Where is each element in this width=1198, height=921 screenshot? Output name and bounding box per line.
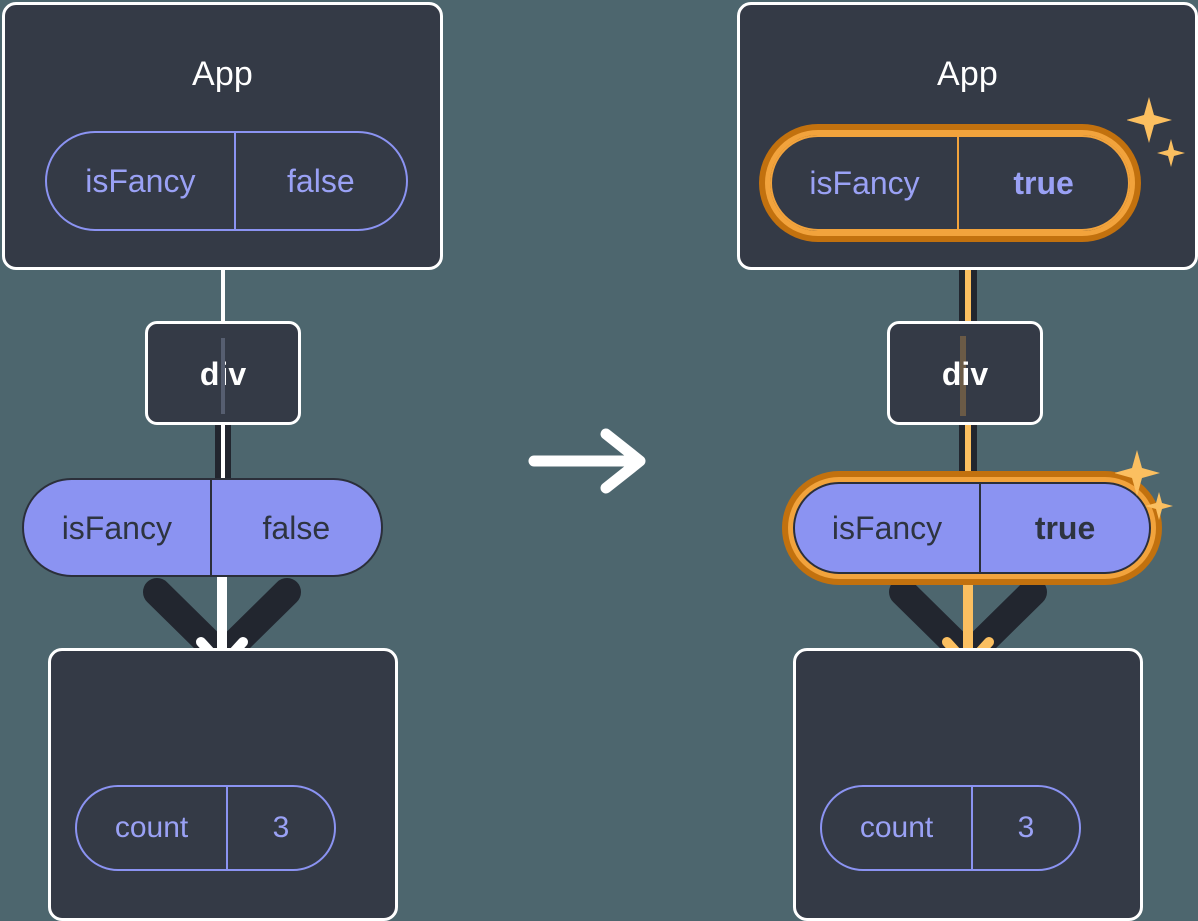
state-key: isFancy: [85, 163, 196, 199]
transition-arrow-icon: [528, 428, 652, 494]
state-pill-count-before[interactable]: count 3: [75, 785, 336, 871]
state-value: 3: [226, 787, 334, 869]
panel-before: App isFancy false div isFancy false: [0, 0, 443, 921]
state-value: false: [233, 133, 406, 229]
component-box-counter-after[interactable]: Counter count 3: [793, 648, 1143, 921]
state-value: 3: [971, 787, 1079, 869]
connector-div-to-prop-after: [959, 420, 977, 484]
element-box-div-after[interactable]: div: [887, 321, 1043, 425]
component-box-counter-before[interactable]: Counter count 3: [48, 648, 398, 921]
element-box-div-before[interactable]: div: [145, 321, 301, 425]
connector-div-to-prop-before: [215, 420, 231, 484]
prop-key: isFancy: [831, 510, 943, 546]
state-key: count: [859, 811, 934, 844]
connector-app-to-div-before: [221, 262, 225, 324]
prop-pill-isfancy-after[interactable]: isFancy true: [793, 482, 1151, 574]
prop-pill-isfancy-before[interactable]: isFancy false: [22, 478, 383, 577]
connector-through-div-after: [960, 336, 966, 416]
component-box-app-before[interactable]: App isFancy false: [2, 2, 443, 270]
prop-value: true: [979, 484, 1149, 572]
component-title-app-before: App: [191, 55, 254, 93]
connector-through-div-before: [221, 338, 225, 414]
component-box-app-after[interactable]: App isFancy true: [737, 2, 1198, 270]
prop-value: false: [209, 480, 381, 575]
state-pill-isfancy-app-after[interactable]: isFancy true: [770, 135, 1130, 231]
panel-after: App isFancy true div isFancy true: [737, 0, 1198, 921]
state-pill-count-after[interactable]: count 3: [820, 785, 1081, 871]
state-key: isFancy: [809, 165, 920, 201]
state-key: count: [114, 811, 189, 844]
element-label-div-after: div: [941, 356, 989, 392]
component-title-app-after: App: [936, 55, 999, 93]
prop-key: isFancy: [61, 509, 172, 546]
state-value: true: [957, 137, 1128, 229]
state-pill-isfancy-app-before[interactable]: isFancy false: [45, 131, 408, 231]
